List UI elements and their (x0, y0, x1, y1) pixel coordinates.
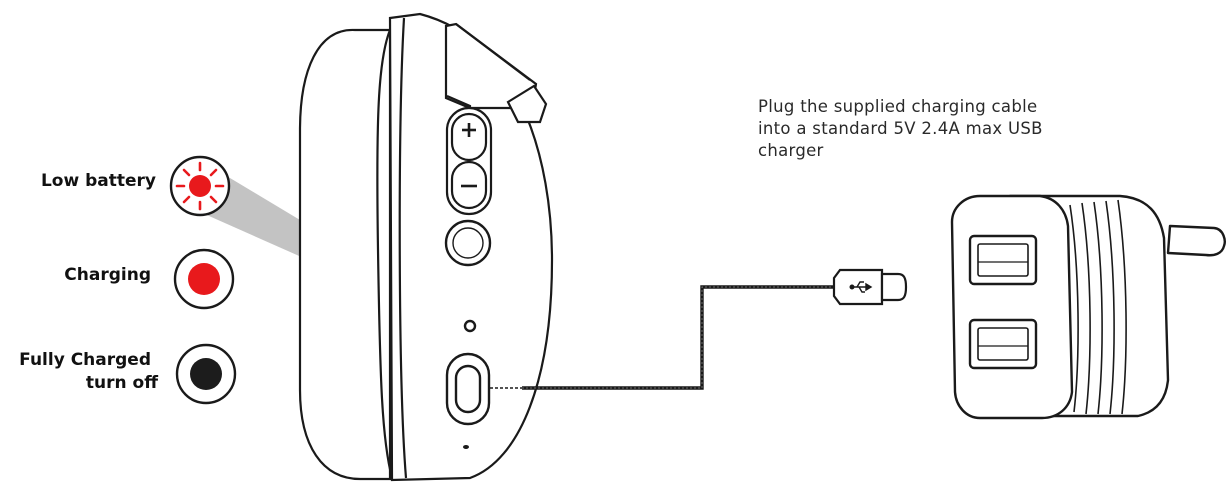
charging-cable (522, 285, 840, 390)
mic-hole (463, 445, 469, 449)
instruction-line-2: into a standard 5V 2.4A max USB (758, 119, 1043, 138)
charger-front (950, 194, 1074, 420)
charging-cable-highlight (522, 286, 840, 389)
ear-cushion (298, 28, 392, 481)
usb-icon (849, 281, 873, 293)
charging-instructions: Plug the supplied charging cable into a … (758, 96, 1138, 162)
led-solid-red-icon (173, 248, 235, 310)
charger-prong (1166, 224, 1226, 257)
led-off-icon (175, 343, 237, 405)
power-button (444, 219, 492, 267)
plus-icon (462, 123, 476, 137)
charger-usb-port-2-inner (977, 327, 1029, 361)
instruction-line-1: Plug the supplied charging cable (758, 97, 1038, 116)
headband-slider-top (455, 23, 531, 81)
label-turn-off: turn off (85, 373, 158, 393)
hinge (506, 84, 548, 124)
label-low-battery: Low battery (40, 171, 156, 191)
headphone-earcup (298, 12, 554, 482)
ear-cushion-edge (376, 29, 394, 479)
wall-charger (950, 194, 1226, 420)
instruction-line-3: charger (758, 141, 824, 160)
earcup-rim (398, 17, 408, 479)
usb-c-port (445, 352, 491, 426)
label-fully-charged: Fully Charged (19, 350, 151, 370)
label-charging: Charging (64, 265, 151, 285)
charger-ribs (1069, 199, 1127, 415)
volume-rocker (445, 106, 493, 216)
charger-usb-port-1-inner (977, 243, 1029, 277)
led-blinking-icon (169, 155, 231, 217)
device-led (463, 319, 477, 333)
